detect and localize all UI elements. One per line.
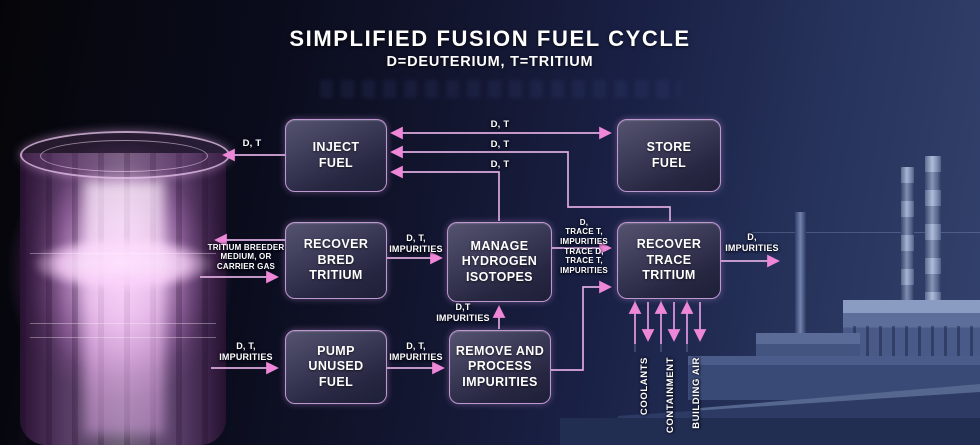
page-title: SIMPLIFIED FUSION FUEL CYCLE (289, 26, 691, 51)
label-remove-to-trace: TRACE D, TRACE T, IMPURITIES (560, 247, 608, 275)
arrow-manage-to-inject (390, 165, 500, 221)
label-trace-to-inject: D, T (490, 139, 510, 150)
label-store-inject-top: D, T (490, 119, 510, 130)
plant-chimney (925, 156, 941, 318)
plant-horizon-line (752, 232, 980, 233)
tokamak-reactor-illustration (0, 85, 270, 445)
label-manage-to-trace: D, TRACE T, IMPURITIES (560, 218, 608, 246)
node-recover-trace-tritium: RECOVER TRACE TRITIUM (617, 222, 721, 299)
node-inject-fuel: INJECT FUEL (285, 119, 387, 192)
label-manage-to-inject: D, T (490, 159, 510, 170)
page-subtitle: D=DEUTERIUM, T=TRITIUM (386, 54, 594, 70)
ghost-text-strip (320, 80, 680, 98)
node-recover-bred-tritium: RECOVER BRED TRITIUM (285, 222, 387, 299)
label-inject-to-reactor: D, T (242, 138, 262, 149)
label-containment: CONTAINMENT (665, 357, 676, 434)
node-remove-process-impurities: REMOVE AND PROCESS IMPURITIES (449, 330, 551, 404)
label-remove-to-manage: D,T IMPURITIES (436, 302, 490, 323)
label-coolants: COOLANTS (639, 357, 650, 416)
label-reactor-to-pump: D, T, IMPURITIES (219, 341, 273, 362)
node-store-fuel: STORE FUEL (617, 119, 721, 192)
label-breeder-loop: TRITIUM BREEDER MEDIUM, OR CARRIER GAS (207, 243, 285, 271)
label-bred-to-manage: D, T, IMPURITIES (389, 233, 443, 254)
plant-thin-tower (795, 212, 806, 337)
arrow-remove-to-trace (549, 280, 612, 371)
label-pump-to-remove: D, T, IMPURITIES (389, 341, 443, 362)
plant-foreground-shadow (560, 418, 980, 445)
node-pump-unused-fuel: PUMP UNUSED FUEL (285, 330, 387, 404)
label-trace-output: D, IMPURITIES (725, 232, 779, 253)
label-building-air: BUILDING AIR (691, 357, 702, 429)
plant-chimney (901, 167, 914, 317)
node-manage-hydrogen-isotopes: MANAGE HYDROGEN ISOTOPES (447, 222, 552, 302)
